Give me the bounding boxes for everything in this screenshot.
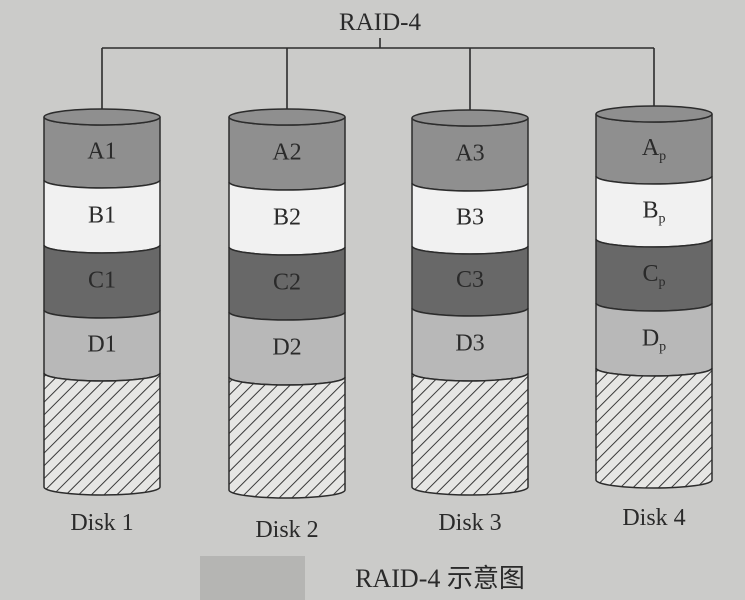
- segment-label: A3: [455, 141, 484, 167]
- diagram-title: RAID-4: [339, 9, 421, 36]
- disk-label: Disk 4: [622, 505, 685, 531]
- segment-label: D3: [455, 331, 484, 357]
- disk-label: Disk 3: [438, 510, 501, 536]
- disk-4-free-space: [596, 368, 712, 488]
- segment-label: D2: [272, 335, 301, 361]
- segment-label: D1: [87, 332, 116, 358]
- segment-label: C3: [456, 267, 484, 293]
- disk-3-top-cap: [412, 110, 528, 126]
- disk-1-free-space: [44, 373, 160, 495]
- disk-2-top-cap: [229, 109, 345, 125]
- disk-label: Disk 2: [255, 517, 318, 543]
- disk-3-free-space: [412, 373, 528, 495]
- segment-label: B1: [88, 203, 116, 229]
- smudge-mark: [200, 556, 305, 600]
- disk-4-top-cap: [596, 106, 712, 122]
- segment-label: C1: [88, 268, 116, 294]
- diagram-caption: RAID-4 示意图: [355, 564, 525, 593]
- segment-label: C2: [273, 270, 301, 296]
- disk-label: Disk 1: [70, 510, 133, 536]
- segment-label: A1: [87, 139, 116, 165]
- disk-2-free-space: [229, 377, 345, 498]
- disk-1-top-cap: [44, 109, 160, 125]
- segment-label: B3: [456, 205, 484, 231]
- segment-label: B2: [273, 205, 301, 231]
- controller-connectors: [102, 38, 654, 110]
- segment-label: A2: [272, 140, 301, 166]
